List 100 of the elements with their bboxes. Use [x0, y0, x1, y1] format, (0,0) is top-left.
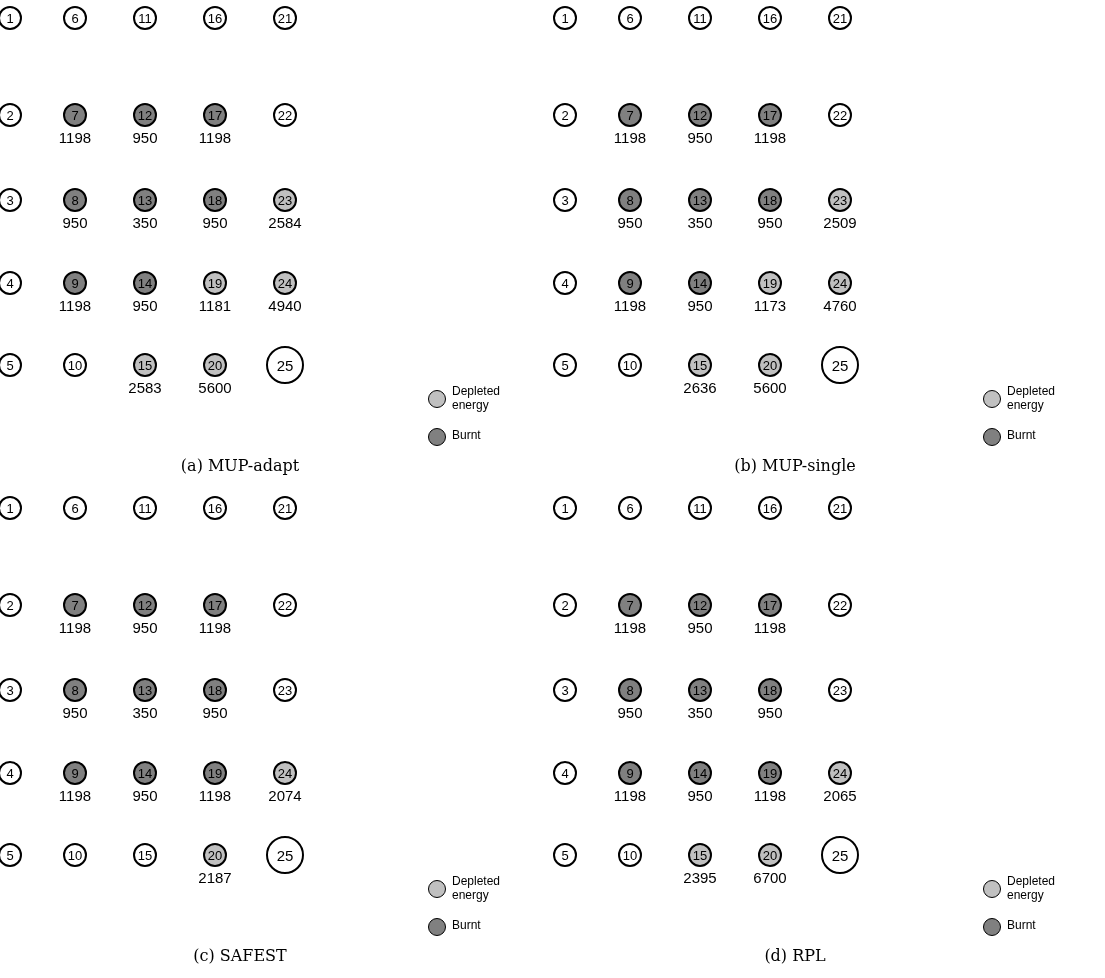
value-label: 5600 [198, 379, 232, 396]
node-circle: 12 [688, 593, 712, 617]
node-circle: 4 [553, 271, 577, 295]
node-circle: 18 [758, 678, 782, 702]
node-circle: 17 [758, 103, 782, 127]
value-label: 1198 [753, 787, 787, 804]
node-circle: 8 [618, 188, 642, 212]
node-circle: 19 [203, 761, 227, 785]
node-circle: 13 [688, 678, 712, 702]
value-label: 1198 [613, 129, 647, 146]
node-circle: 14 [688, 271, 712, 295]
value-label: 950 [687, 129, 713, 146]
value-label: 1198 [753, 129, 787, 146]
node-circle: 17 [203, 103, 227, 127]
node-circle: 8 [63, 678, 87, 702]
legend-label: Burnt [1007, 918, 1037, 932]
node-circle: 21 [828, 496, 852, 520]
node-circle: 15 [688, 353, 712, 377]
node-circle: 10 [63, 353, 87, 377]
node-circle: 4 [553, 761, 577, 785]
node-circle: 9 [618, 761, 642, 785]
value-label: 2395 [683, 869, 717, 886]
node-circle: 13 [133, 188, 157, 212]
node-circle: 17 [203, 593, 227, 617]
node-circle: 23 [828, 678, 852, 702]
node-circle: 3 [0, 188, 22, 212]
value-label: 1198 [198, 129, 232, 146]
caption: (c) SAFEST [193, 946, 287, 965]
value-label: 1198 [613, 787, 647, 804]
node-circle: 10 [63, 843, 87, 867]
node-circle: 8 [63, 188, 87, 212]
caption: (b) MUP-single [734, 456, 856, 475]
node-circle: 4 [0, 761, 22, 785]
value-label: 1198 [198, 619, 232, 636]
value-label: 950 [132, 787, 158, 804]
node-circle: 3 [553, 188, 577, 212]
node-circle: 14 [133, 271, 157, 295]
node-circle: 2 [553, 103, 577, 127]
value-label: 4760 [823, 297, 857, 314]
value-label: 1198 [58, 297, 92, 314]
node-circle: 11 [688, 496, 712, 520]
node-circle: 12 [688, 103, 712, 127]
node-circle: 10 [618, 843, 642, 867]
node-circle: 13 [688, 188, 712, 212]
value-label: 950 [687, 787, 713, 804]
value-label: 2065 [823, 787, 857, 804]
node-circle: 3 [553, 678, 577, 702]
node-circle: 24 [828, 271, 852, 295]
value-label: 350 [132, 214, 158, 231]
value-label: 1198 [198, 787, 232, 804]
node-circle: 2 [0, 593, 22, 617]
node-circle: 16 [203, 6, 227, 30]
node-circle: 14 [133, 761, 157, 785]
legend-label: Depleted energy [1007, 384, 1057, 412]
node-circle: 14 [688, 761, 712, 785]
node-circle: 3 [0, 678, 22, 702]
node-circle: 21 [828, 6, 852, 30]
node-circle: 17 [758, 593, 782, 617]
legend-label: Burnt [452, 428, 482, 442]
legend-label: Burnt [452, 918, 482, 932]
node-circle: 4 [0, 271, 22, 295]
value-label: 2636 [683, 379, 717, 396]
value-label: 2187 [198, 869, 232, 886]
node-circle: 24 [828, 761, 852, 785]
value-label: 950 [757, 214, 783, 231]
node-circle: 6 [618, 6, 642, 30]
node-circle: 25 [266, 346, 304, 384]
node-circle: 22 [828, 103, 852, 127]
node-circle: 18 [203, 678, 227, 702]
value-label: 2509 [823, 214, 857, 231]
value-label: 2583 [128, 379, 162, 396]
node-circle: 18 [758, 188, 782, 212]
node-circle: 21 [273, 496, 297, 520]
node-circle: 15 [133, 843, 157, 867]
node-circle: 20 [758, 843, 782, 867]
node-circle: 23 [273, 188, 297, 212]
value-label: 950 [62, 214, 88, 231]
value-label: 1173 [753, 297, 787, 314]
caption: (d) RPL [764, 946, 826, 965]
caption: (a) MUP-adapt [180, 456, 300, 475]
node-circle: 19 [758, 761, 782, 785]
node-circle: 10 [618, 353, 642, 377]
value-label: 2074 [268, 787, 302, 804]
value-label: 950 [132, 619, 158, 636]
node-circle: 6 [63, 6, 87, 30]
node-circle: 19 [758, 271, 782, 295]
node-circle: 12 [133, 103, 157, 127]
node-circle: 22 [273, 103, 297, 127]
node-circle: 15 [133, 353, 157, 377]
value-label: 5600 [753, 379, 787, 396]
node-circle: 23 [828, 188, 852, 212]
node-circle: 5 [0, 843, 22, 867]
node-circle: 20 [758, 353, 782, 377]
node-circle: 18 [203, 188, 227, 212]
value-label: 950 [757, 704, 783, 721]
node-circle: 19 [203, 271, 227, 295]
node-circle: 16 [758, 6, 782, 30]
node-circle: 11 [133, 6, 157, 30]
node-circle: 25 [266, 836, 304, 874]
value-label: 950 [132, 129, 158, 146]
